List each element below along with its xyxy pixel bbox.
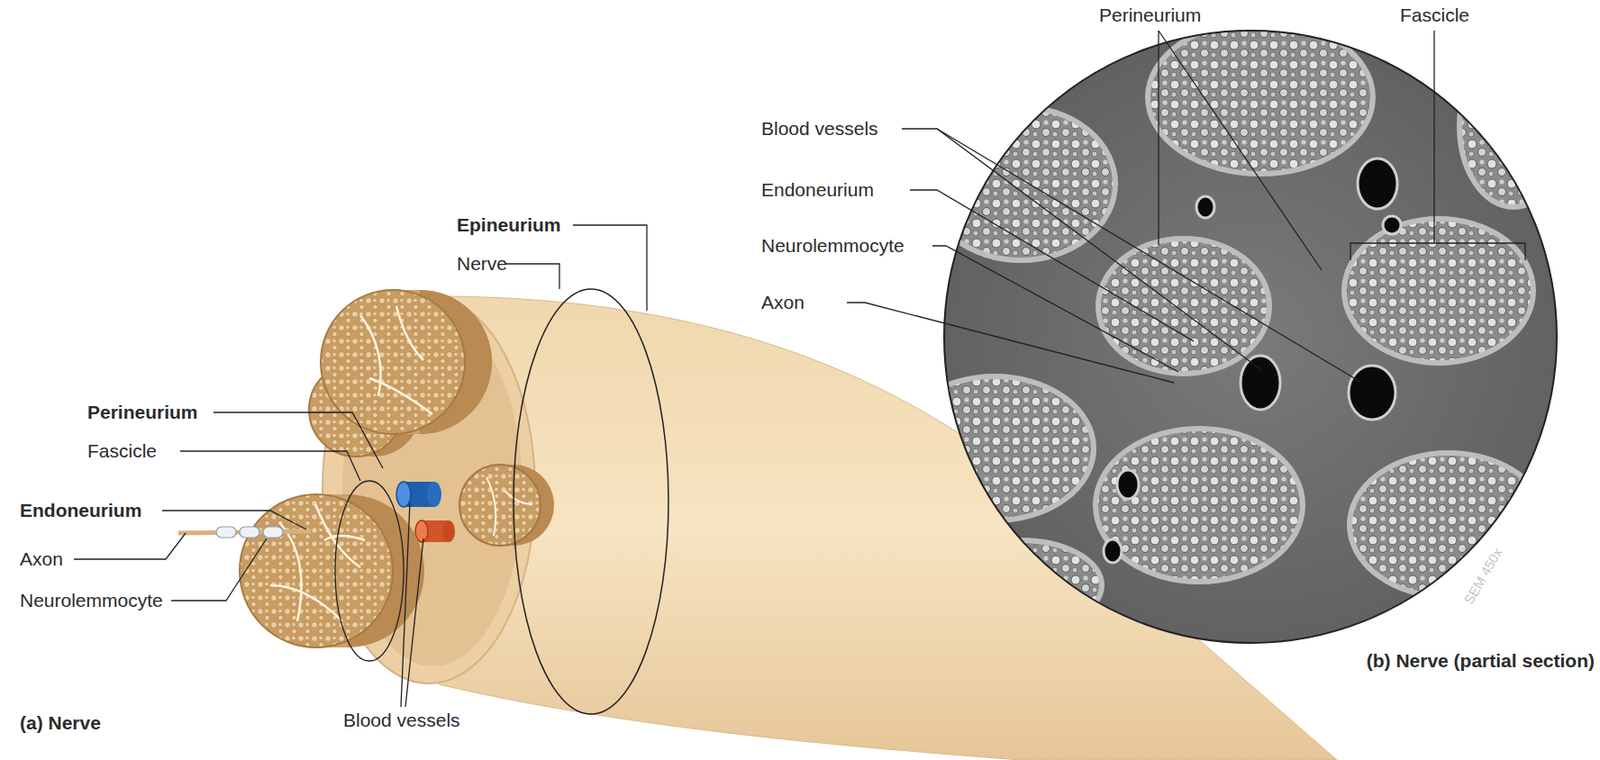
part-label: Neurolemmocyte — [19, 590, 164, 611]
part-label: Neurolemmocyte — [761, 235, 905, 256]
bold-part-label: (b) Nerve (partial section) — [1366, 650, 1595, 672]
part-label: Fascicle — [1400, 4, 1470, 26]
bold-part-label: Perineurium — [87, 401, 199, 423]
part-label: Blood vessels — [761, 118, 879, 139]
part-label: Nerve — [456, 253, 508, 274]
part-label: Axon — [761, 291, 805, 313]
part-label: Fascicle — [87, 440, 157, 462]
part-label: Axon — [19, 548, 64, 570]
bold-part-label: (a) Nerve — [19, 712, 101, 734]
part-label: Endoneurium — [761, 179, 874, 200]
part-label: Perineurium — [1099, 4, 1201, 26]
bold-part-label: Endoneurium — [19, 500, 142, 521]
part-label: Blood vessels — [343, 709, 461, 731]
bold-part-label: Epineurium — [456, 214, 562, 236]
watermark-label: SEM 450x — [1461, 545, 1506, 608]
